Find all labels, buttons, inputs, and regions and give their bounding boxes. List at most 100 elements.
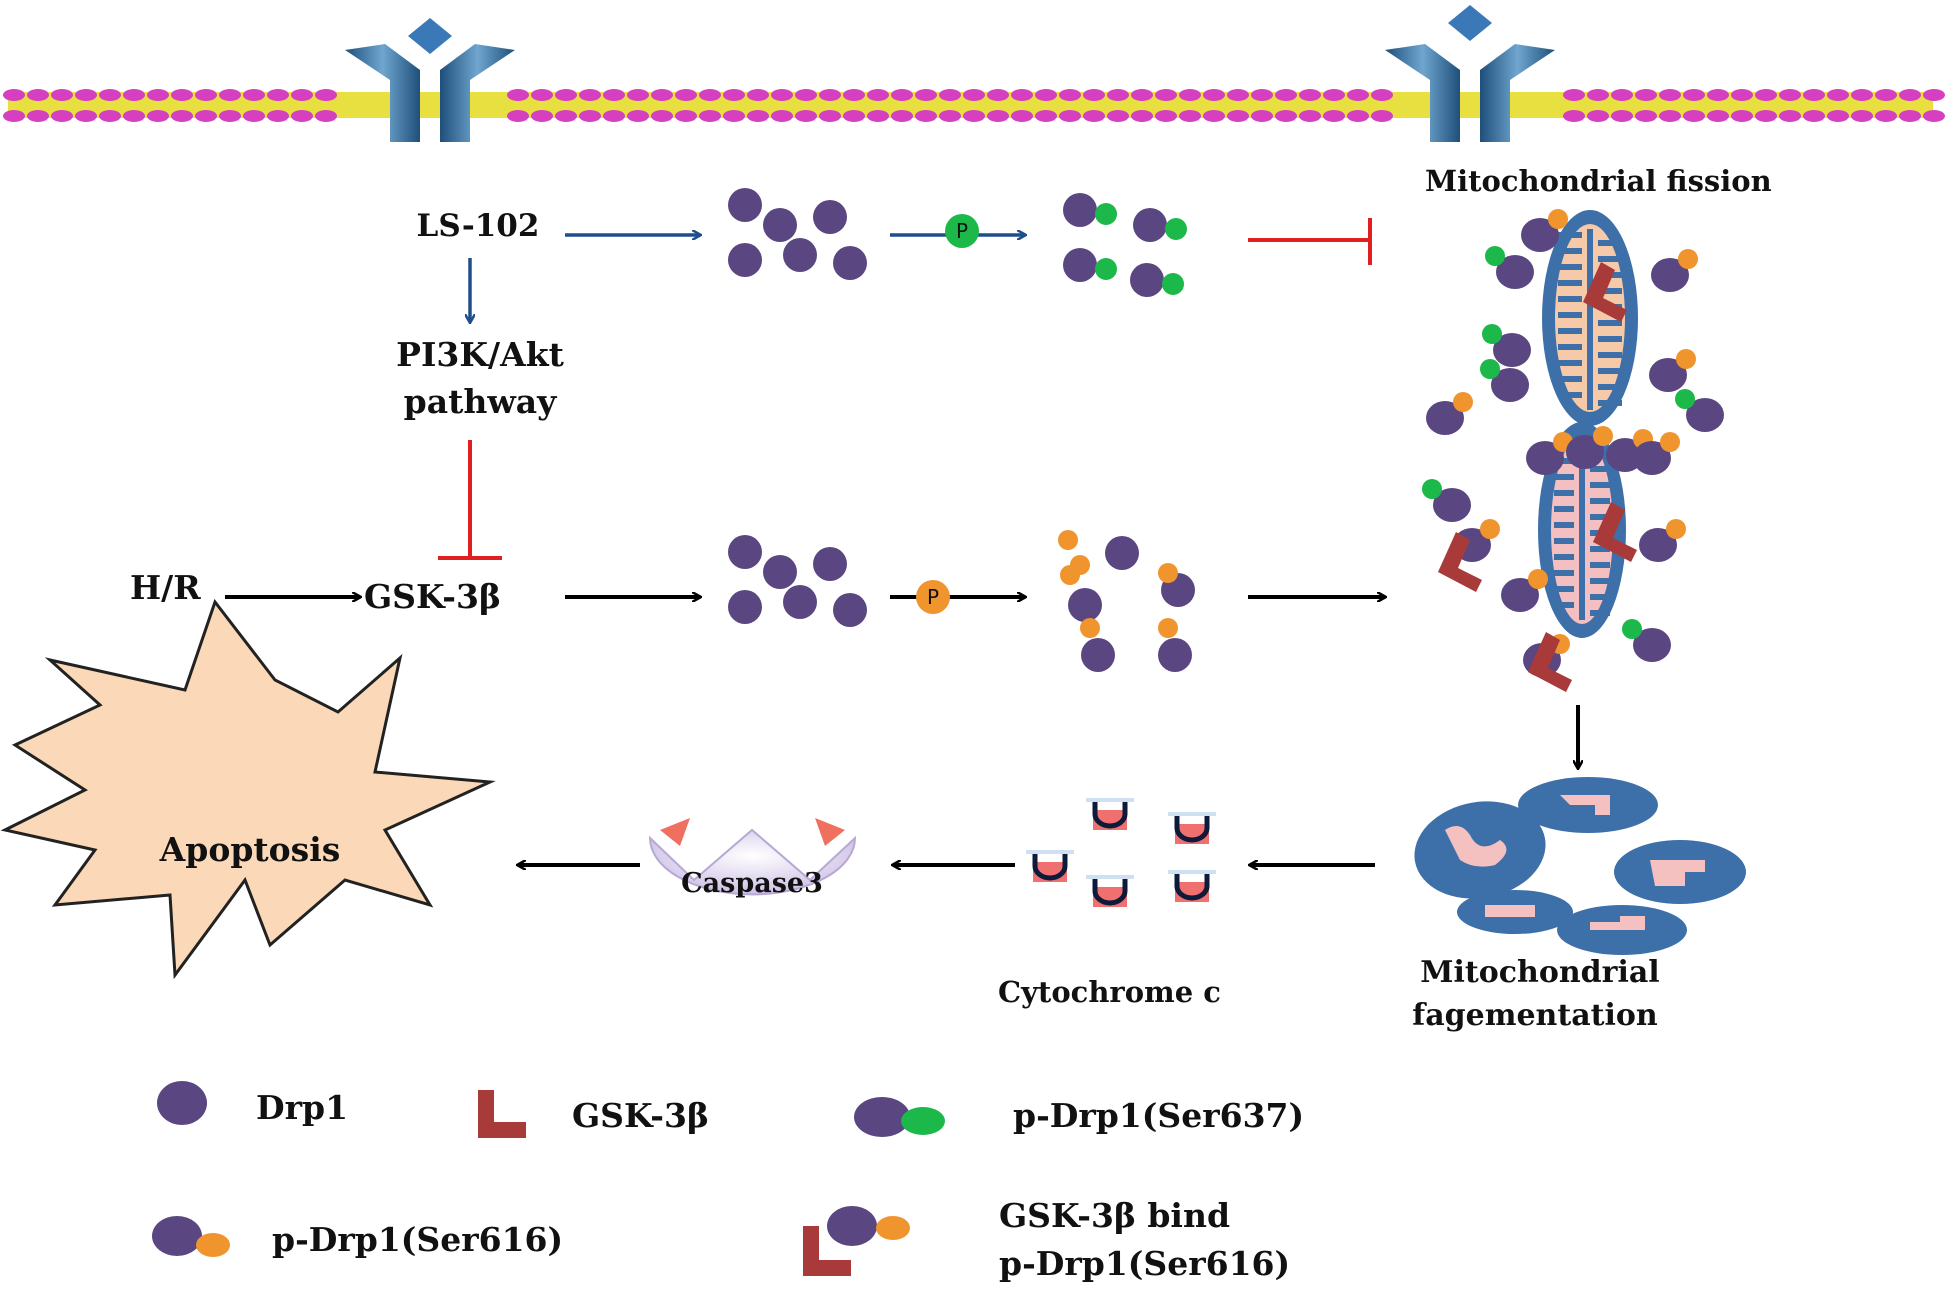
label-mitochondrial-fission: Mitochondrial fission — [1425, 164, 1772, 198]
cytochrome-c — [1092, 875, 1128, 906]
drp1-particle — [833, 593, 867, 627]
p-drp1-ser637-group — [1063, 193, 1187, 297]
drp1-particle — [813, 200, 847, 234]
ser637-phosphate — [1482, 324, 1502, 344]
legend-label-ser616: p-Drp1(Ser616) — [272, 1220, 564, 1259]
ser616-phosphate — [1660, 432, 1680, 452]
p-drp1 — [1649, 358, 1687, 392]
legend-gsk-icon — [478, 1090, 526, 1138]
drp1-particle — [783, 585, 817, 619]
p-drp1 — [1633, 441, 1671, 475]
ser616-phosphate — [1548, 209, 1568, 229]
ser637-phosphate — [1162, 273, 1184, 295]
cytochrome-bar — [1026, 850, 1074, 854]
drp1-cluster-row1 — [728, 188, 867, 280]
cytochrome-bar — [1086, 875, 1134, 879]
legend-label-gsk: GSK-3β — [572, 1096, 709, 1135]
cytochrome-bar — [1086, 798, 1134, 802]
drp1-particle — [763, 555, 797, 589]
drp1-particle — [728, 535, 762, 569]
ser637-phosphate — [1675, 389, 1695, 409]
legend-ser616-icon — [152, 1216, 230, 1257]
ser616-phosphate — [1676, 349, 1696, 369]
p-drp1-ser637 — [1063, 193, 1097, 227]
cytochrome-c — [1174, 812, 1210, 843]
p-drp1-ser637 — [1063, 248, 1097, 282]
ser616-phosphate — [1593, 426, 1613, 446]
legend-label-bind-line1: GSK-3β bind — [999, 1196, 1231, 1235]
drp1-particle — [728, 243, 762, 277]
caspase3-shape — [648, 818, 857, 896]
p-drp1 — [1496, 255, 1534, 289]
ser637-phosphate — [1095, 258, 1117, 280]
inhibit-pi3k-gsk — [438, 440, 502, 560]
label-fragmentation-line1: Mitochondrial — [1420, 955, 1660, 990]
p-drp1 — [1566, 435, 1604, 469]
p-drp1 — [1526, 441, 1564, 475]
label-ls102: LS-102 — [416, 208, 540, 244]
inhibit-ser637-fission — [1248, 218, 1372, 265]
ser616-phosphate — [1058, 530, 1078, 550]
label-apoptosis: Apoptosis — [159, 830, 341, 869]
ser616-phosphate — [1666, 519, 1686, 539]
drp1-particle — [763, 208, 797, 242]
p-drp1 — [1651, 258, 1689, 292]
p-drp1-ser616-group — [1058, 530, 1195, 672]
ser616-phosphate — [1158, 563, 1178, 583]
phospho-label-green: P — [955, 219, 969, 243]
mitochondria-fission — [1422, 209, 1724, 692]
ser637-phosphate — [1165, 218, 1187, 240]
p-drp1-ser637 — [1130, 263, 1164, 297]
drp1-particle — [783, 238, 817, 272]
p-drp1 — [1493, 333, 1531, 367]
p-drp1-ser616 — [1068, 588, 1102, 622]
ser616-phosphate — [1528, 569, 1548, 589]
p-drp1 — [1686, 398, 1724, 432]
cytochrome-c — [1092, 798, 1128, 829]
phospho-label-orange: P — [926, 585, 940, 609]
p-drp1-ser616 — [1081, 638, 1115, 672]
label-hr: H/R — [130, 568, 201, 607]
gsk-3b-marker — [1593, 502, 1637, 562]
p-drp1 — [1639, 528, 1677, 562]
p-drp1 — [1433, 488, 1471, 522]
legend-drp1-icon — [157, 1081, 207, 1125]
drp1-particle — [728, 188, 762, 222]
drp1-cluster-row2 — [728, 535, 867, 627]
receptor-right — [1385, 5, 1555, 142]
legend-bind-icon — [803, 1206, 910, 1276]
legend-ser637-icon — [854, 1097, 945, 1137]
drp1-particle — [833, 246, 867, 280]
ser616-phosphate — [1480, 519, 1500, 539]
drp1-particle — [813, 547, 847, 581]
ser616-phosphate — [1070, 555, 1090, 575]
cytochrome-bar — [1168, 812, 1216, 816]
ser637-phosphate — [1622, 619, 1642, 639]
label-cytochrome-c: Cytochrome c — [998, 975, 1221, 1009]
p-drp1-ser616 — [1105, 536, 1139, 570]
p-drp1 — [1491, 368, 1529, 402]
ser616-phosphate — [1080, 618, 1100, 638]
cytochrome-c — [1174, 870, 1210, 901]
p-drp1 — [1501, 578, 1539, 612]
mitochondria-fragments — [1414, 777, 1746, 955]
ser616-phosphate — [1158, 618, 1178, 638]
apoptosis-starburst — [0, 598, 496, 980]
ser616-phosphate — [1453, 392, 1473, 412]
legend-label-ser637: p-Drp1(Ser637) — [1013, 1096, 1305, 1135]
cytochrome-c — [1032, 850, 1068, 881]
ser637-phosphate — [1480, 359, 1500, 379]
gsk-3b-marker — [1583, 262, 1627, 322]
legend-label-bind-line2: p-Drp1(Ser616) — [999, 1244, 1291, 1283]
label-pi3k-line2: pathway — [403, 382, 557, 421]
label-fragmentation-line2: fagementation — [1412, 998, 1658, 1033]
ser616-phosphate — [1678, 249, 1698, 269]
gsk-3b-marker — [1438, 532, 1482, 592]
cell-membrane — [3, 89, 1945, 122]
cytochrome-c-group — [1026, 798, 1216, 907]
phospho-badge-green — [945, 214, 979, 248]
receptor-left — [345, 18, 515, 142]
p-drp1 — [1426, 401, 1464, 435]
legend-label-drp1: Drp1 — [256, 1088, 349, 1127]
